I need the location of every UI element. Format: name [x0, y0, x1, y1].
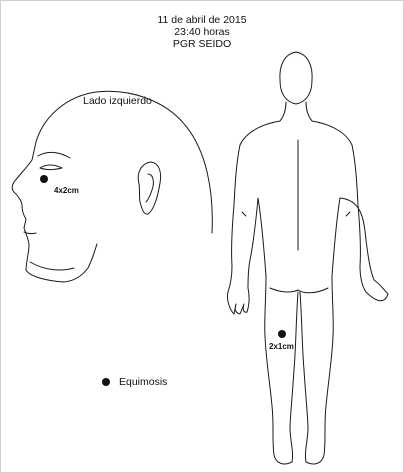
injury-size-cheek: 4x2cm — [54, 186, 79, 195]
injury-size-thigh: 2x1cm — [269, 342, 294, 351]
body-right-side — [305, 121, 388, 464]
ear-outer — [138, 162, 160, 214]
body-legs-inner — [290, 292, 308, 428]
body-buttock-line — [270, 288, 328, 293]
legend-label: Equimosis — [119, 376, 167, 388]
body-head — [280, 52, 312, 104]
legend-dot — [102, 378, 110, 386]
legend: Equimosis — [102, 376, 167, 388]
body-elbow-left — [242, 212, 246, 216]
injury-marker-cheek — [40, 175, 48, 183]
injury-marker-thigh — [278, 330, 286, 338]
ear-inner — [146, 174, 153, 202]
body-neck — [280, 102, 312, 121]
body-elbow-right — [346, 212, 350, 216]
jaw-line — [30, 262, 74, 270]
body-left-side — [227, 121, 292, 464]
head-profile-outline — [12, 91, 212, 282]
eyebrow-line — [38, 152, 70, 158]
eye-line — [40, 165, 62, 170]
head-side-label: Lado izquierdo — [83, 95, 152, 107]
